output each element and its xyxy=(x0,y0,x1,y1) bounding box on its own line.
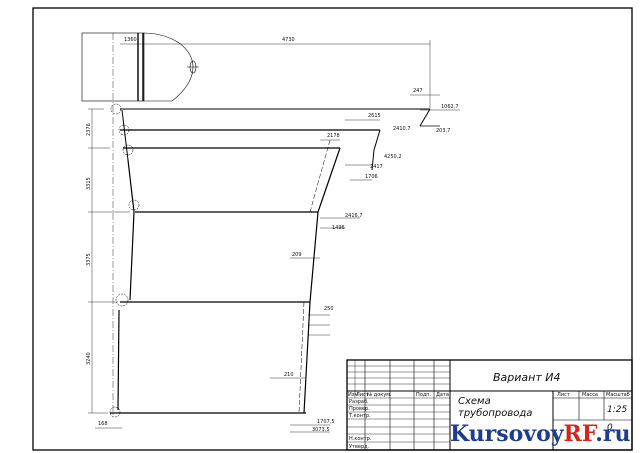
dim-small-3: 250 xyxy=(324,306,334,312)
dim-mid-5: 1706 xyxy=(365,174,378,180)
stamp-role-3: Т.контр. xyxy=(348,413,371,419)
dim-vert-1: 2376 xyxy=(86,123,92,136)
dim-lower-1: 209 xyxy=(292,252,302,258)
sheet-frame xyxy=(32,7,633,451)
dim-mid-2: 2178 xyxy=(327,133,340,139)
dim-vert-3: 3375 xyxy=(86,253,92,266)
watermark-logo: KursovoyRF.ru xyxy=(450,421,630,447)
stamp-scale-value: 1:25 xyxy=(607,405,627,415)
stamp-header-letter: Лист xyxy=(557,392,570,398)
watermark-part1: Kursovoy xyxy=(450,421,565,447)
dim-vert-2: 3315 xyxy=(86,177,92,190)
dim-right-1: 247 xyxy=(413,88,423,94)
dim-mid-1: 2615 xyxy=(368,113,381,119)
stamp-header-change: Изм xyxy=(348,392,358,398)
dim-lower-2: 1707,5 xyxy=(317,419,335,425)
tank-dome xyxy=(143,32,194,102)
dim-mid-7: 1496 xyxy=(332,225,345,231)
stamp-text: Вариант И4 Схема трубопровода Лист Масса… xyxy=(348,371,630,450)
watermark-part2: RF xyxy=(564,421,598,447)
variant-title: Вариант И4 xyxy=(493,371,560,384)
stamp-role-5: Утверд. xyxy=(349,444,370,450)
dim-mid-4: 2417 xyxy=(370,164,383,170)
dim-small-2: 210 xyxy=(284,372,294,378)
stamp-header-date: Дата xyxy=(436,392,449,398)
dim-mid-3: 4250,2 xyxy=(384,154,402,160)
watermark-part3: .ru xyxy=(595,421,630,447)
stamp-header-scale: Масштаб xyxy=(606,392,630,398)
stamp-header-sheet: Лист xyxy=(356,392,369,398)
dim-small-1: 168 xyxy=(98,421,108,427)
dim-vert-4: 3240 xyxy=(86,352,92,365)
stamp-sheet-value: 0 xyxy=(607,423,613,433)
title-block xyxy=(346,359,633,451)
watermark-text: KursovoyRF.ru xyxy=(450,421,630,447)
stamp-role-1: Разраб. xyxy=(349,399,369,405)
stamp-header-sign: Подп. xyxy=(416,392,432,398)
dim-right-4: 203,7 xyxy=(436,128,450,134)
dim-top-short: 1360 xyxy=(124,37,137,43)
dimension-labels: 4730 1360 247 1062,7 2410,7 203,7 2615 2… xyxy=(86,37,459,433)
dim-lower-3: 3073,5 xyxy=(312,427,330,433)
stamp-header-mass: Масса xyxy=(582,392,598,398)
stamp-header-doc: № докум. xyxy=(367,392,392,398)
drawing-title-line2: трубопровода xyxy=(458,407,532,419)
dim-mid-6: 2416,7 xyxy=(345,213,363,219)
stamp-role-2: Провер. xyxy=(349,406,370,412)
pipeline-scheme xyxy=(81,32,460,433)
stamp-role-4: Н.контр. xyxy=(349,436,372,442)
drawing-title-line1: Схема xyxy=(458,396,491,407)
dim-right-3: 2410,7 xyxy=(393,126,411,132)
dim-top-length: 4730 xyxy=(282,37,295,43)
dim-right-2: 1062,7 xyxy=(441,104,459,110)
